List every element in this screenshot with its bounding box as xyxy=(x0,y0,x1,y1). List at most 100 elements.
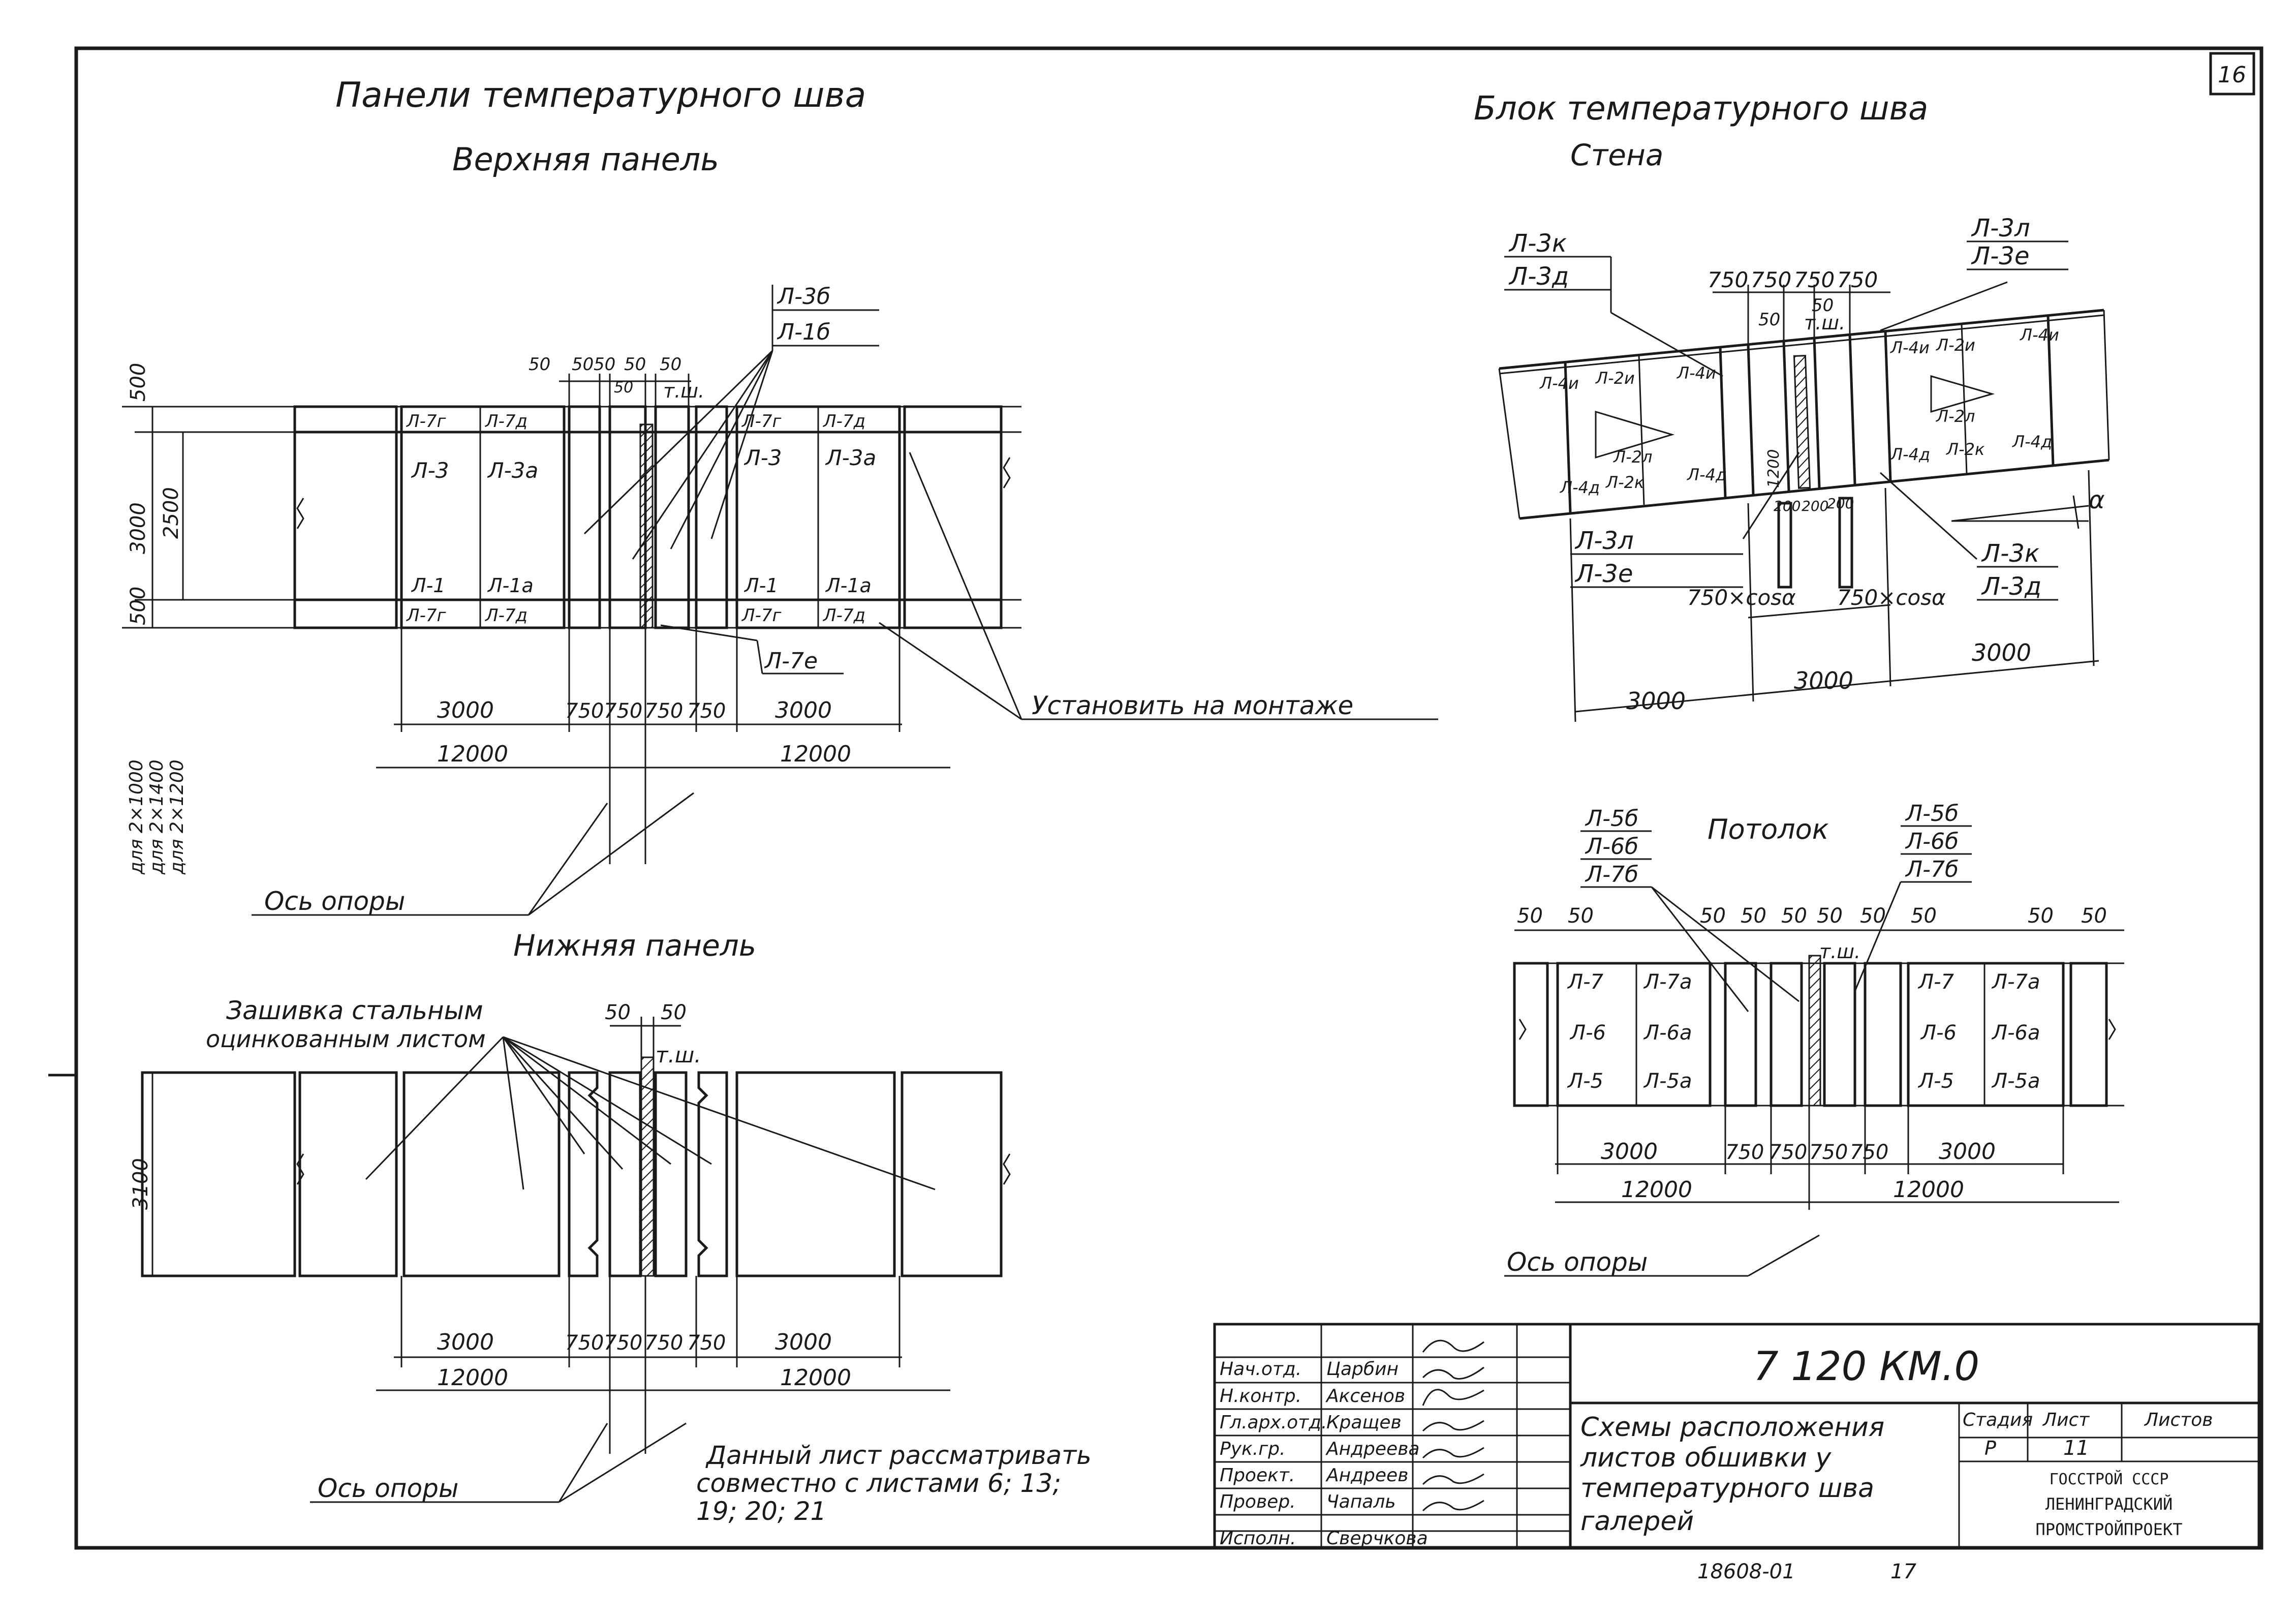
upper-small-dim: 50 xyxy=(529,354,550,375)
right-block-title: Блок температурного шва xyxy=(1474,90,1928,128)
upper-dim-total: 12000 xyxy=(437,741,508,767)
upper-dim: 750 xyxy=(565,699,604,723)
upper-small-dim: 50 xyxy=(624,354,646,375)
lower-dim: 750 xyxy=(687,1331,726,1355)
lower-small-dim: 50 xyxy=(605,1001,631,1024)
ceiling-small-dim: 50 xyxy=(1568,904,1594,928)
wall-bottom-dim: 3000 xyxy=(1794,667,1853,694)
upper-dim: 3000 xyxy=(775,697,832,723)
ceiling-dim: 750 xyxy=(1850,1141,1888,1164)
upper-vdim-500-bottom: 500 xyxy=(127,587,150,625)
wall-mark: Л-4д xyxy=(1560,478,1600,497)
ceiling-small-dim: 50 xyxy=(1860,904,1886,928)
upper-mark: Л-7г xyxy=(406,411,446,432)
person-name: Кращев xyxy=(1326,1412,1402,1433)
ceiling-small-dim: 50 xyxy=(1741,904,1766,928)
wall-mid-dim: 1200 xyxy=(1765,449,1783,488)
upper-mark: Л-1а xyxy=(487,574,534,597)
wall-bottom-dim: 3000 xyxy=(1626,687,1686,715)
wall-mark: Л-2и xyxy=(1595,369,1635,388)
wall-mark: Л-2к xyxy=(1605,473,1645,492)
upper-mark: Л-7г xyxy=(741,411,782,432)
person-name: Сверчкова xyxy=(1326,1528,1428,1549)
lower-dim: 3000 xyxy=(437,1329,494,1355)
description-line: листов обшивки у xyxy=(1580,1443,1832,1473)
upper-axis-label: Ось опоры xyxy=(264,887,405,916)
ceiling-mark: Л-6 xyxy=(1920,1021,1957,1045)
lower-dim-total: 12000 xyxy=(437,1365,508,1391)
wall-cos-dim: 750×cosα xyxy=(1687,585,1796,610)
wall-top-dim: 750 xyxy=(1794,267,1835,292)
upper-dim-total: 12000 xyxy=(780,741,851,767)
upper-mark: Л-3 xyxy=(743,445,782,470)
upper-panel-drawing xyxy=(122,285,1438,916)
upper-mark: Л-3 xyxy=(411,458,449,483)
sheet-number: 16 xyxy=(2218,62,2246,88)
role-label: Рук.гр. xyxy=(1220,1439,1285,1459)
description-line: температурного шва xyxy=(1580,1473,1874,1504)
wall-angle-label: α xyxy=(2089,486,2105,514)
left-block-title: Панели температурного шва xyxy=(335,75,866,115)
wall-top-dim: 750 xyxy=(1708,267,1748,292)
wall-seam-label: т.ш. xyxy=(1804,312,1845,334)
ceiling-small-dim: 50 xyxy=(1911,904,1937,928)
org-line: ГОССТРОЙ СССР xyxy=(2050,1470,2169,1488)
ceiling-dim: 750 xyxy=(1725,1141,1764,1164)
lower-dim: 750 xyxy=(644,1331,683,1355)
ceiling-dim: 750 xyxy=(1768,1141,1807,1164)
upper-mark: Л-7г xyxy=(741,605,782,626)
role-label: Гл.арх.отд. xyxy=(1220,1412,1327,1433)
wall-callout: Л-3л xyxy=(1574,527,1634,555)
org-line: ЛЕНИНГРАДСКИЙ xyxy=(2045,1494,2173,1514)
org-line: ПРОМСТРОЙПРОЕКТ xyxy=(2036,1520,2183,1539)
install-note: Установить на монтаже xyxy=(1032,691,1353,720)
ceiling-mark: Л-5а xyxy=(1991,1070,2040,1093)
ceiling-mark: Л-7 xyxy=(1917,970,1954,994)
upper-vnote-3: для 2×1200 xyxy=(167,759,188,875)
upper-vdim-500-top: 500 xyxy=(127,363,150,402)
ceiling-mark: Л-6 xyxy=(1569,1021,1606,1045)
description-line: галерей xyxy=(1580,1506,1694,1537)
wall-mark: Л-4д xyxy=(2012,432,2052,451)
wall-cos-dim: 750×cosα xyxy=(1837,585,1946,610)
upper-small-dim: 50 xyxy=(594,354,615,375)
upper-dim: 750 xyxy=(687,699,726,723)
ceiling-dim-total: 12000 xyxy=(1621,1177,1692,1203)
upper-vdim-2500: 2500 xyxy=(160,487,183,539)
wall-mark: Л-4и xyxy=(1539,374,1579,393)
upper-small-dim: 50 xyxy=(660,354,681,375)
ceiling-callout-right: Л-5б xyxy=(1905,801,1959,827)
upper-mark: Л-7г xyxy=(406,605,446,626)
upper-dim: 750 xyxy=(644,699,683,723)
wall-callout: Л-3е xyxy=(1574,560,1633,588)
role-label: Провер. xyxy=(1220,1491,1296,1512)
wall-top-dim: 750 xyxy=(1751,267,1791,292)
wall-callout: Л-3к xyxy=(1981,539,2039,568)
ceiling-mark: Л-6а xyxy=(1643,1021,1692,1045)
wall-mark: Л-2к xyxy=(1946,440,1985,459)
lower-dim-total: 12000 xyxy=(780,1365,851,1391)
ceiling-small-dim: 50 xyxy=(1517,904,1543,928)
role-label: Проект. xyxy=(1220,1465,1295,1486)
wall-callout: Л-3е xyxy=(1971,242,2029,270)
wall-small-dim: 50 xyxy=(1758,310,1780,330)
upper-mark: Л-7д xyxy=(484,411,528,432)
ceiling-small-dim: 50 xyxy=(1781,904,1807,928)
upper-mark: Л-7д xyxy=(484,605,528,626)
wall-mark: Л-4и xyxy=(2020,325,2059,345)
ceiling-callout-left: Л-6б xyxy=(1585,834,1638,860)
ceiling-dim: 750 xyxy=(1809,1141,1848,1164)
ceiling-small-dim: 50 xyxy=(1700,904,1726,928)
wall-mark: Л-2л xyxy=(1936,407,1975,426)
person-name: Чапаль xyxy=(1326,1491,1396,1512)
wall-mid-dim: 200 xyxy=(1827,495,1854,512)
doc-code: 7 120 КМ.0 xyxy=(1753,1344,1979,1390)
wall-mark: Л-2и xyxy=(1936,335,1975,355)
ceiling-callout-left: Л-7б xyxy=(1585,862,1638,888)
wall-callout: Л-3к xyxy=(1508,229,1567,258)
ceiling-axis-label: Ось опоры xyxy=(1507,1247,1648,1277)
ceiling-callout-right: Л-6б xyxy=(1905,829,1959,854)
ceiling-small-dim: 50 xyxy=(1817,904,1843,928)
upper-mark: Л-7д xyxy=(822,605,865,626)
person-name: Аксенов xyxy=(1325,1386,1405,1407)
